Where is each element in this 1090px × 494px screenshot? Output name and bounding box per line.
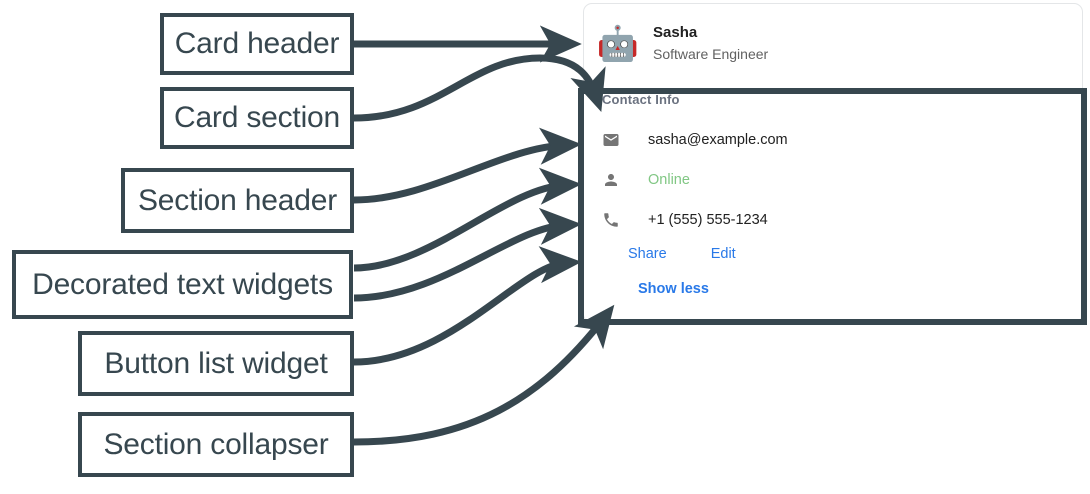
callout-decorated-text: Decorated text widgets — [12, 250, 353, 319]
arrow-section-collapser — [353, 304, 615, 446]
callout-label: Section header — [137, 183, 337, 217]
arrow-button-list — [353, 246, 582, 366]
arrow-decorated-text-1 — [353, 167, 582, 272]
button-list-widget: Share Edit — [628, 247, 1082, 262]
callout-button-list: Button list widget — [78, 331, 354, 396]
callout-label: Card section — [173, 101, 340, 134]
callout-label: Section collapser — [103, 427, 329, 461]
callout-section-collapser: Section collapser — [78, 412, 354, 477]
list-item: Online — [602, 167, 1082, 193]
callout-section-header: Section header — [121, 168, 354, 233]
card-header: 🤖 Sasha Software Engineer — [584, 4, 1082, 70]
phone-icon — [602, 211, 624, 229]
card-section: Contact Info sasha@example.com Online — [584, 70, 1082, 298]
section-header: Contact Info — [602, 92, 680, 107]
robot-avatar-icon: 🤖 — [596, 24, 640, 63]
email-icon — [602, 131, 624, 149]
callout-card-section: Card section — [160, 87, 354, 149]
list-item: sasha@example.com — [602, 127, 1082, 153]
arrow-card-section — [353, 54, 606, 122]
status-badge: Online — [648, 171, 690, 188]
card-subtitle: Software Engineer — [653, 45, 769, 62]
profile-card: 🤖 Sasha Software Engineer Contact Info s… — [583, 3, 1083, 323]
callout-label: Button list widget — [104, 346, 328, 380]
card-header-text: Sasha Software Engineer — [653, 22, 768, 65]
card-title: Sasha — [653, 24, 698, 42]
list-item: +1 (555) 555-1234 — [602, 207, 1082, 233]
callout-card-header: Card header — [160, 13, 354, 75]
edit-button[interactable]: Edit — [710, 246, 736, 262]
callout-label: Card header — [174, 27, 340, 60]
arrow-decorated-text-2 — [353, 207, 582, 302]
share-button[interactable]: Share — [628, 246, 667, 262]
arrow-section-header — [353, 127, 582, 204]
callout-label: Decorated text widgets — [32, 267, 333, 301]
list-item-label: +1 (555) 555-1234 — [648, 211, 768, 228]
section-collapser: Show less — [638, 280, 1082, 298]
person-icon — [602, 171, 624, 189]
show-less-button[interactable]: Show less — [638, 280, 709, 297]
list-item-label: sasha@example.com — [648, 131, 788, 148]
